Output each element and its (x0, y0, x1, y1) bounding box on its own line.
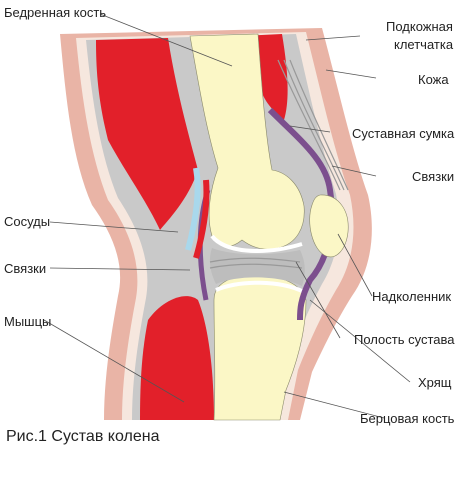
label-subcutaneous-line1: Подкожная (386, 19, 453, 34)
label-skin: Кожа (418, 72, 449, 87)
joint-cavity (209, 248, 305, 286)
label-subcutaneous-line2: клетчатка (394, 37, 454, 52)
cartilage-tibia (215, 280, 305, 294)
muscle-lower-leg (140, 296, 214, 420)
blood-vessel-blue (185, 167, 201, 251)
figure-caption: Рис.1 Сустав колена (6, 428, 160, 445)
label-femur: Бедренная кость (4, 5, 107, 20)
label-vessels: Сосуды (4, 214, 51, 229)
label-cartilage: Хрящ (418, 375, 452, 390)
label-joint-capsule: Суставная сумка (352, 126, 455, 141)
patella-bone (309, 194, 349, 258)
leader-lines (43, 13, 411, 419)
femur-bone (189, 33, 305, 250)
label-patella: Надколенник (372, 289, 452, 304)
label-tibia: Берцовая кость (360, 411, 455, 426)
blood-vessel-red (193, 179, 210, 259)
muscle-thigh-left (96, 38, 198, 230)
label-muscles: Мышцы (4, 314, 52, 329)
label-joint-cavity: Полость сустава (354, 332, 455, 347)
cartilage-femur (210, 234, 303, 253)
label-ligaments-right: Связки (412, 169, 455, 184)
label-ligaments-left: Связки (4, 261, 47, 276)
